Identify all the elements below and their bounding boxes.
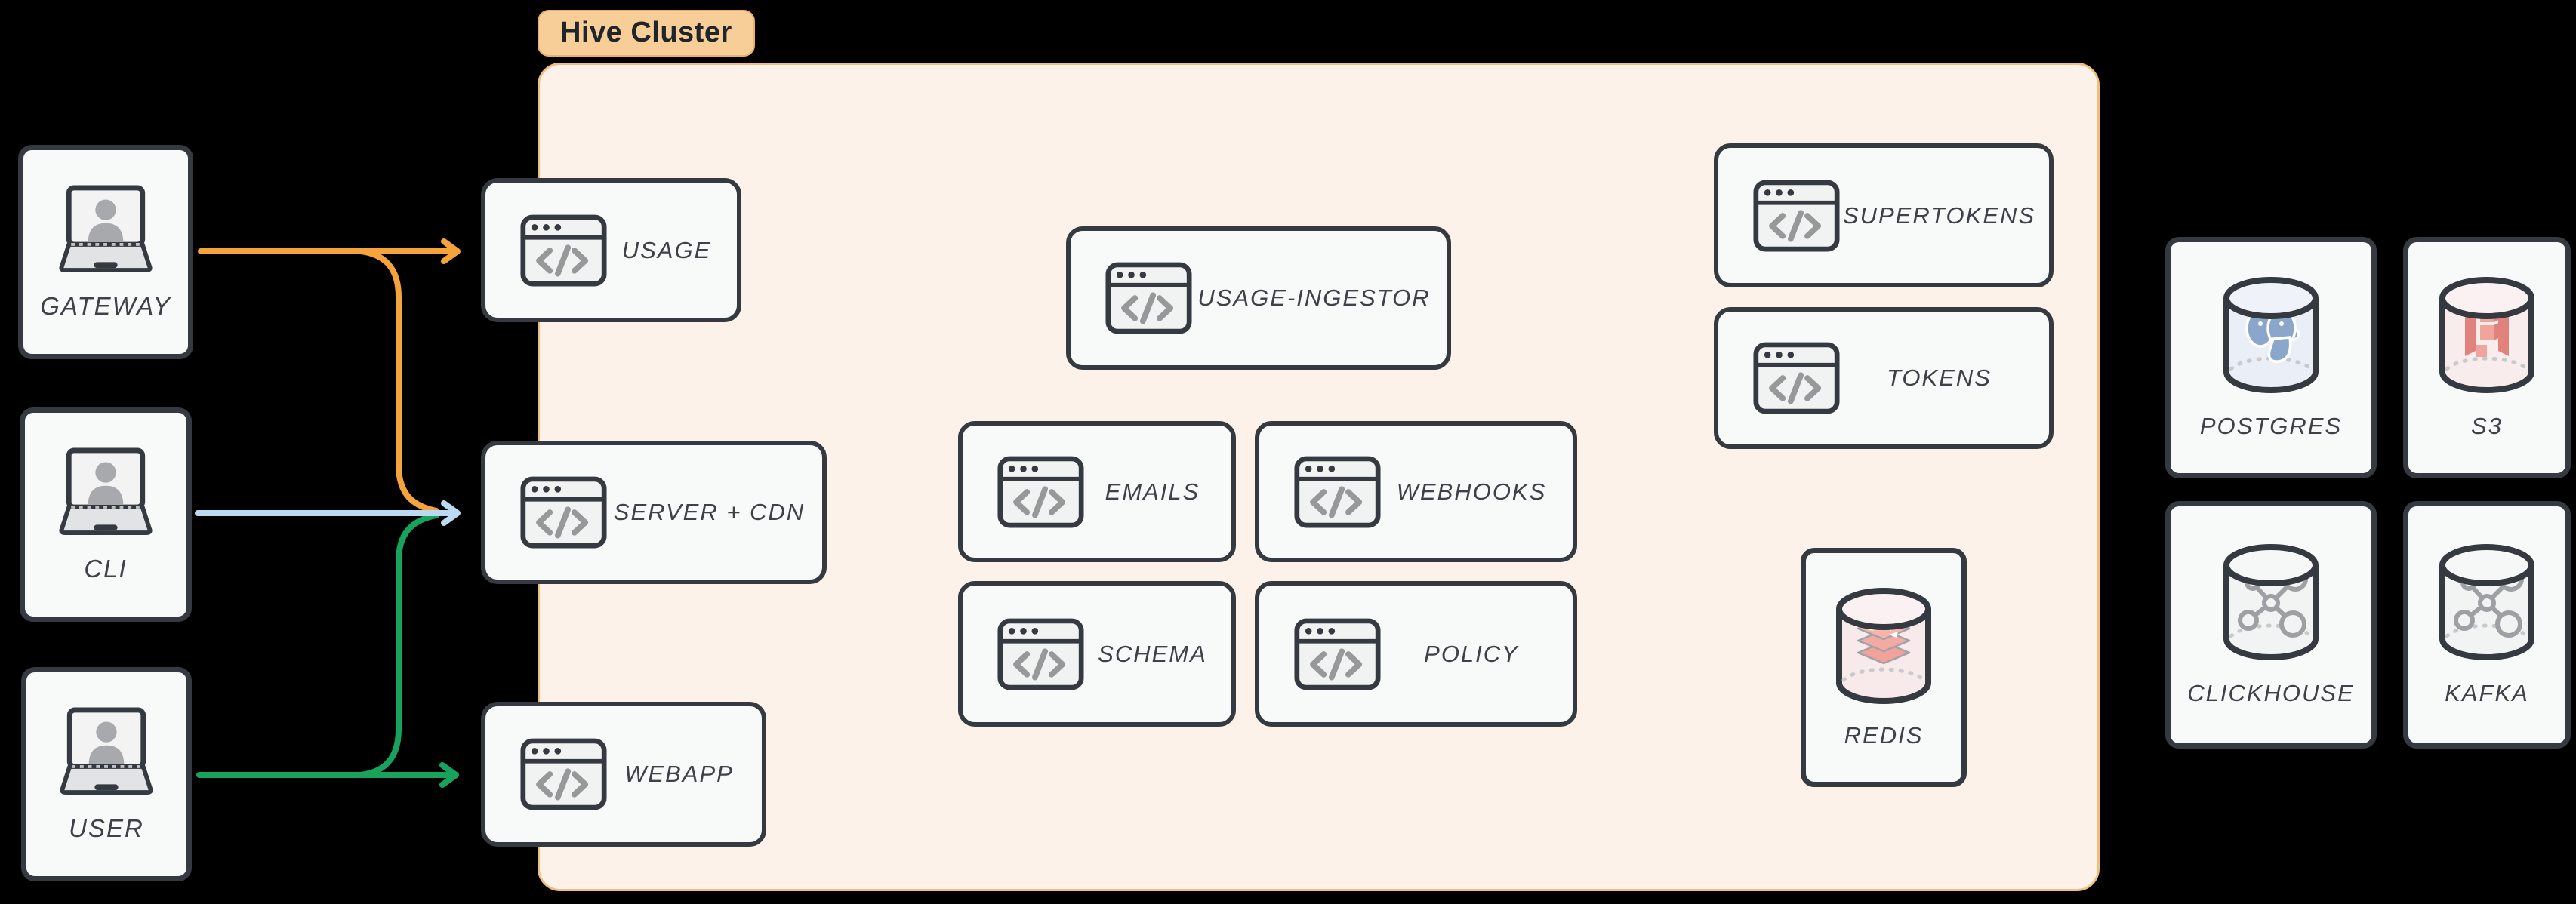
service-webhooks: WEBHOOKS [1255,421,1577,562]
code-window-icon [997,618,1084,690]
kafka-database-icon [2436,543,2537,663]
code-window-icon [1294,618,1381,690]
code-window-icon [1753,180,1840,252]
database-clickhouse: CLICKHOUSE [2165,501,2377,749]
code-window-icon [1105,262,1192,334]
service-usage: USAGE [481,178,741,322]
service-label: TOKENS [1887,364,1992,391]
service-label: USAGE [621,236,712,263]
node-user: USER [21,667,192,881]
service-policy: POLICY [1255,581,1577,727]
laptop-user-icon [47,447,165,537]
service-redis: REDIS [1801,548,1967,787]
service-server-cdn: SERVER + CDN [481,441,827,584]
clickhouse-database-icon [2220,543,2322,663]
arrow-user-branch-to-server-cdn [358,512,439,778]
node-gateway: GATEWAY [18,145,193,359]
service-label: POLICY [1424,640,1519,667]
code-window-icon [997,456,1084,528]
service-label: SERVER + CDN [613,499,806,525]
node-label: GATEWAY [40,291,171,320]
code-window-icon [1294,456,1381,528]
database-postgres: POSTGRES [2165,237,2377,478]
hive-cluster-badge: Hive Cluster [538,10,755,57]
service-webapp: WEBAPP [481,702,766,847]
service-supertokens: SUPERTOKENS [1714,143,2054,287]
redis-database-icon [1833,586,1934,707]
code-window-icon [520,738,607,810]
code-window-icon [1753,342,1840,414]
node-label: CLI [84,554,128,583]
node-label: USER [69,813,144,842]
service-label: SUPERTOKENS [1842,201,2036,229]
postgres-database-icon [2220,275,2322,396]
database-label: KAFKA [2445,680,2529,706]
code-window-icon [520,476,607,549]
node-cli: CLI [20,407,192,622]
service-emails: EMAILS [958,421,1236,562]
service-label: WEBHOOKS [1396,478,1547,505]
arrow-gateway-branch-to-server-cdn [358,248,439,514]
service-usage-ingestor: USAGE-INGESTOR [1066,226,1451,370]
s3-database-icon [2436,275,2537,396]
laptop-user-icon [47,184,165,274]
service-label: EMAILS [1105,478,1200,505]
service-label: REDIS [1844,721,1924,749]
database-kafka: KAFKA [2403,501,2571,749]
laptop-user-icon [48,706,165,796]
database-label: CLICKHOUSE [2187,680,2355,706]
database-label: POSTGRES [2199,413,2343,439]
service-tokens: TOKENS [1714,307,2054,449]
service-label: SCHEMA [1098,640,1207,667]
database-label: S3 [2471,413,2503,439]
service-label: USAGE-INGESTOR [1197,284,1431,311]
code-window-icon [520,214,607,287]
service-schema: SCHEMA [958,581,1236,727]
service-label: WEBAPP [624,761,734,787]
database-s3: S3 [2403,237,2571,478]
